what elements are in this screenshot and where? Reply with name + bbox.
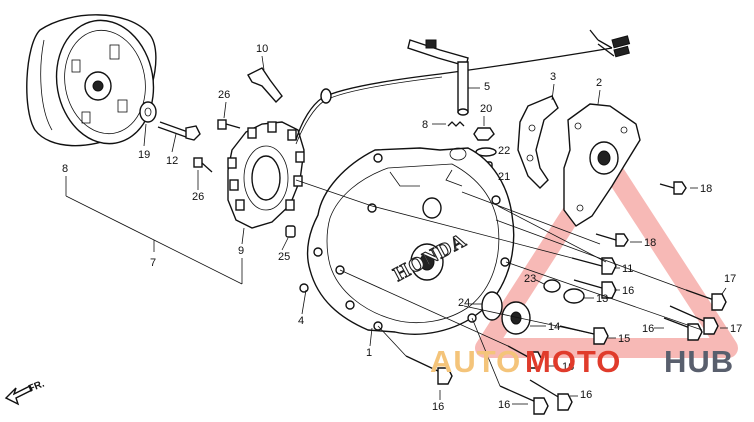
callout-8b: 8 [422,119,428,131]
callout-2: 2 [596,77,602,89]
crankcase-cover-1: HONDA [299,147,515,335]
callout-16e: 16 [498,399,510,411]
callout-4: 4 [298,315,304,327]
callout-25: 25 [278,251,290,263]
watermark-part-b: MOTO [525,344,621,379]
bolt-16-mid [507,345,543,369]
watermark-text: AUTO MOTO HUB [430,344,734,379]
callout-20: 20 [480,103,492,115]
callout-13: 13 [596,293,608,305]
oring-24 [481,291,503,321]
callout-22: 22 [498,145,510,157]
bracket-5 [407,39,469,116]
callout-23: 23 [524,273,536,285]
watermark-part-a: AUTO [430,344,521,379]
wire-grommet [320,88,332,104]
cap-20 [473,127,495,141]
bolt-26-upper [217,119,241,130]
bolt-17-lower [669,305,719,335]
callout-21: 21 [498,171,510,183]
callout-12: 12 [166,155,178,167]
leader-lines [295,179,703,387]
stator-9 [227,121,305,229]
callout-24: 24 [458,297,470,309]
group-bracket-7 [65,176,243,285]
stator-wire [295,47,613,141]
callout-14: 14 [548,321,560,333]
callout-17a: 17 [724,273,736,285]
callout-15: 15 [618,333,630,345]
callout-18a: 18 [700,183,712,195]
watermark-part-c: HUB [664,344,734,379]
callout-7: 7 [150,257,156,269]
bolt-11 [571,257,617,275]
callout-16a: 16 [622,285,634,297]
washer-19 [139,101,157,123]
callout-19: 19 [138,149,150,161]
callout-11: 11 [622,263,633,275]
bolt-18-lower [595,233,629,247]
callout-16c: 16 [562,361,574,373]
callout-leaders [143,55,728,405]
bolt-12 [157,121,201,141]
bolt-16-left [405,355,453,385]
dowel-25 [285,225,296,238]
callout-10: 10 [256,43,268,55]
callout-16d: 16 [432,401,444,413]
oring-23 [543,279,561,293]
bracket-3 [517,95,559,189]
callout-9: 9 [238,245,244,257]
bolt-16-far-right [663,317,703,341]
bolt-16-bottom-right [529,379,573,411]
flywheel-rotor [26,14,157,147]
callout-26b: 26 [192,191,204,203]
callout-3: 3 [550,71,556,83]
callout-17b: 17 [730,323,742,335]
callout-18b: 18 [644,237,656,249]
direction-label: FR. [27,378,46,394]
bolt-26-lower [193,157,213,173]
clamp-10 [247,67,283,104]
bolt-16-bottom [499,385,549,415]
callout-8a: 8 [62,163,68,175]
plate-2 [563,103,641,227]
plug-13 [563,288,585,304]
callout-16b: 16 [642,323,654,335]
bolt-18-upper [659,181,687,195]
callout-16f: 16 [580,389,592,401]
callout-26a: 26 [218,89,230,101]
wire-connector [589,29,631,58]
bolt-17-upper [685,289,727,311]
cap-14 [501,301,531,335]
callout-5: 5 [484,81,490,93]
watermark-triangle [475,150,738,358]
callout-1: 1 [366,347,372,359]
front-direction-arrow: FR. [4,378,46,406]
callout-numbers: 1 2 3 4 5 7 8 8 9 10 11 12 13 14 15 16 1… [62,43,742,413]
spring-8 [447,121,465,127]
